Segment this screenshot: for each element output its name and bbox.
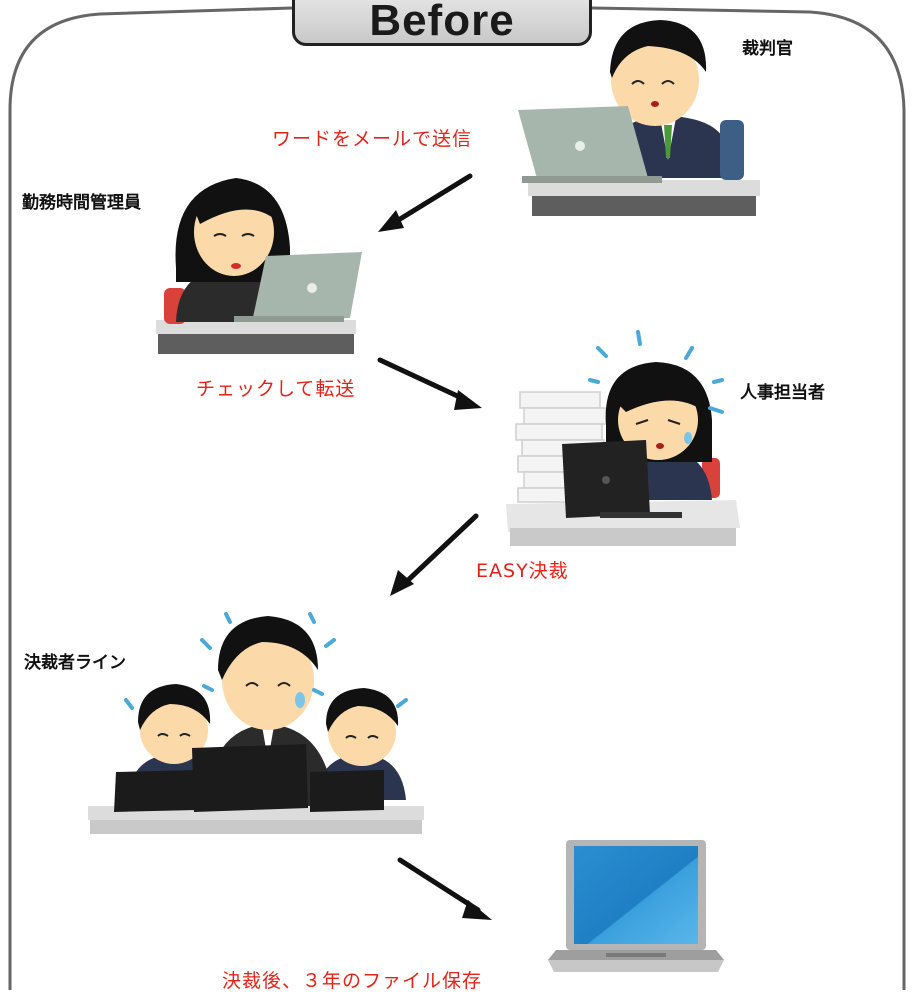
role-label-approver-line: 決裁者ライン <box>24 653 126 673</box>
hr-staff-illustration <box>506 330 740 546</box>
role-label-hr-staff: 人事担当者 <box>740 383 825 403</box>
laptop-icon <box>548 840 724 972</box>
role-label-attendance-manager: 勤務時間管理員 <box>22 193 141 213</box>
action-label-check-forward: チェックして転送 <box>196 378 356 400</box>
attendance-manager-illustration <box>156 178 362 354</box>
flow-arrows <box>377 173 492 920</box>
judge-illustration <box>518 20 760 216</box>
action-label-file-storage: 決裁後、３年のファイル保存 <box>222 970 483 992</box>
page-title: Before <box>369 0 515 45</box>
title-box: Before <box>292 0 592 46</box>
action-label-easy-approval: EASY決裁 <box>476 560 569 582</box>
role-label-judge: 裁判官 <box>742 39 793 59</box>
outer-frame <box>8 6 906 990</box>
action-label-send-word: ワードをメールで送信 <box>272 128 473 150</box>
approver-line-illustration <box>88 612 424 834</box>
